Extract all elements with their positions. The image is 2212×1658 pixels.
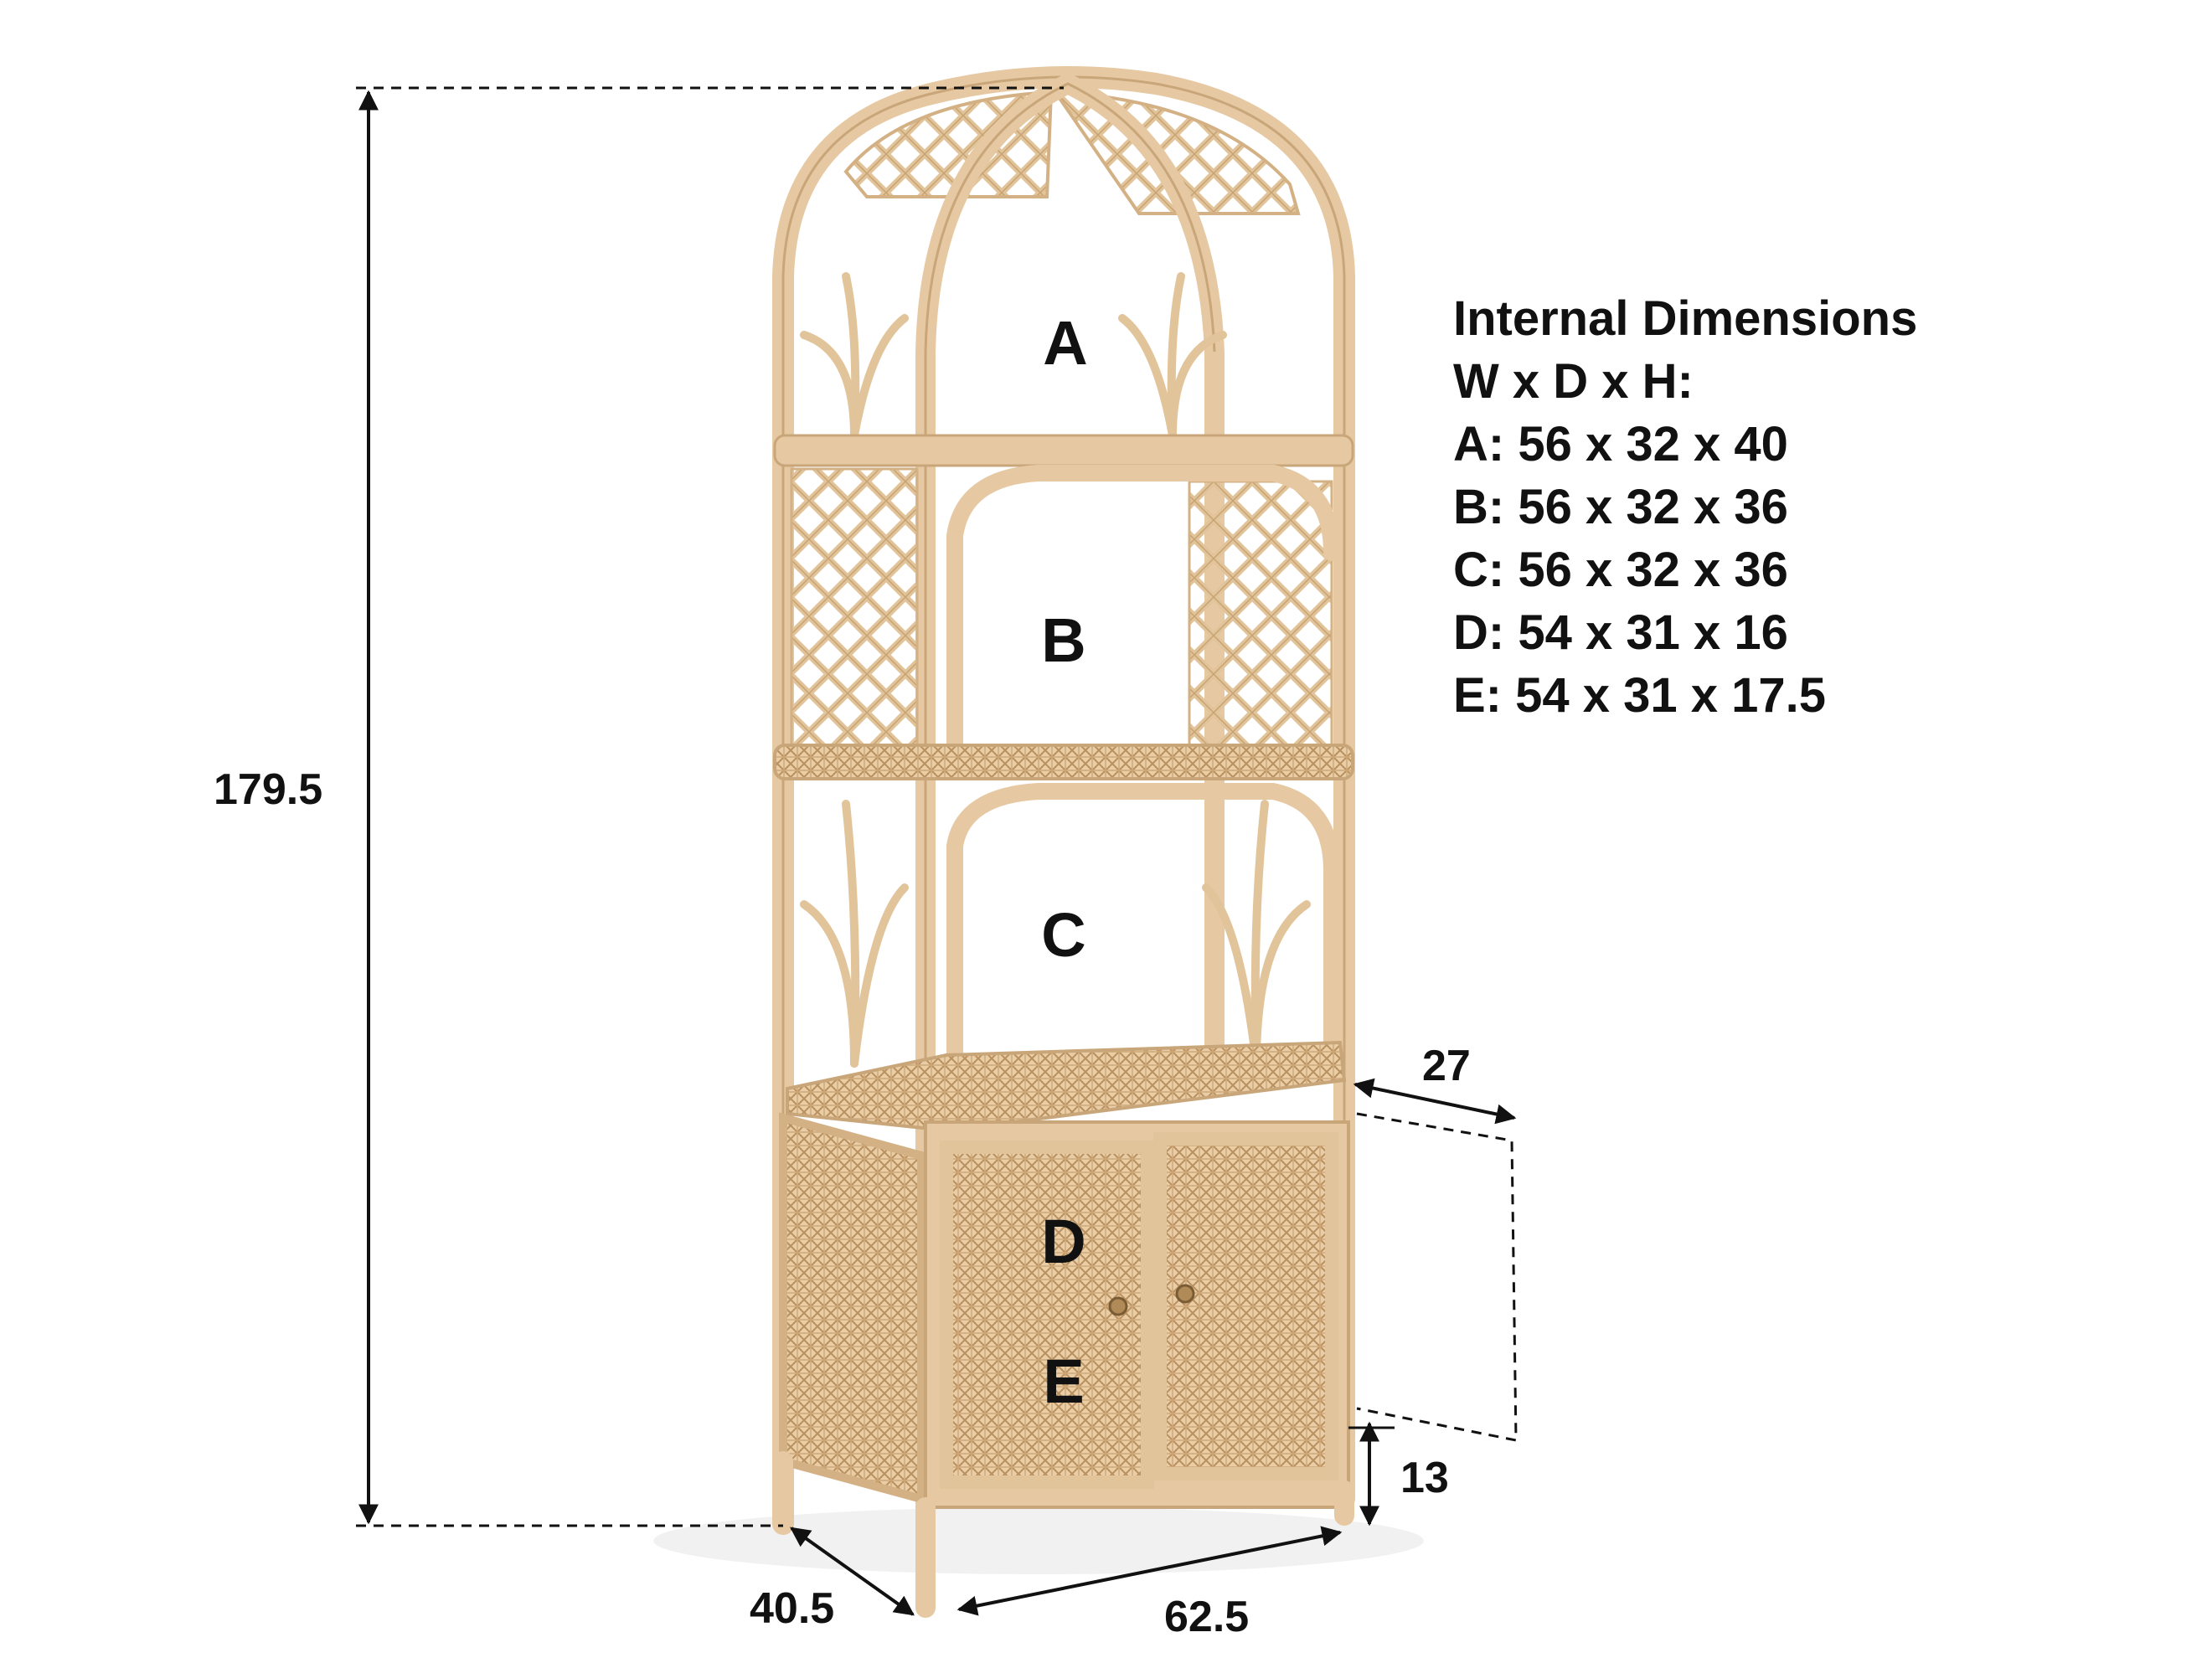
compartment-labels: A B C D E (1041, 308, 1087, 1416)
legs (773, 1451, 1354, 1618)
depth-arrow (790, 1527, 915, 1616)
spec-row-e: E: 54 x 31 x 17.5 (1453, 668, 1826, 723)
lattice-panel-right (1188, 480, 1333, 751)
width-arrow (956, 1526, 1343, 1616)
door-knob-right (1175, 1284, 1195, 1304)
cabinet-depth-dashed-box (1356, 1112, 1518, 1442)
compartment-label-d: D (1041, 1207, 1085, 1276)
width-value: 62.5 (1164, 1593, 1249, 1641)
compartment-label-b: B (1041, 605, 1085, 675)
dimension-lines (356, 86, 1518, 1616)
spec-title: Internal Dimensions (1453, 291, 1917, 346)
shelf-1 (773, 434, 1354, 467)
shelf-2 (773, 744, 1354, 780)
leg-height-value: 13 (1400, 1454, 1449, 1502)
overall-height-value: 179.5 (214, 765, 322, 814)
floor-shadow (653, 1507, 1424, 1574)
spec-row-c: C: 56 x 32 x 36 (1453, 543, 1788, 597)
dimension-values: 179.5 40.5 62.5 27 13 (214, 765, 1471, 1641)
rattan-shelf-unit (653, 66, 1424, 1618)
spec-row-b: B: 56 x 32 x 36 (1453, 480, 1788, 534)
compartment-label-e: E (1043, 1346, 1084, 1416)
spec-row-d: D: 54 x 31 x 16 (1453, 605, 1788, 660)
door-knob-left (1108, 1296, 1128, 1316)
internal-dimensions-spec: Internal Dimensions W x D x H: A: 56 x 3… (1453, 291, 1917, 723)
spec-format: W x D x H: (1453, 354, 1694, 409)
depth-value: 40.5 (750, 1584, 834, 1633)
spec-row-a: A: 56 x 32 x 40 (1453, 417, 1788, 471)
cabinet-depth-value: 27 (1422, 1042, 1471, 1090)
compartment-label-a: A (1043, 308, 1087, 378)
lattice-panel-left (790, 467, 919, 755)
arch-b (946, 465, 1340, 762)
arch-c (946, 783, 1340, 1072)
shelf-3-cane-top (786, 1040, 1347, 1133)
cabinet-door-right (1153, 1132, 1338, 1480)
fan-decoration-mid (800, 800, 1311, 1068)
cabinet-side-panel (779, 1112, 926, 1505)
compartment-label-c: C (1041, 900, 1085, 970)
fan-decoration-top (800, 272, 1227, 440)
cabinet-depth-arrow (1353, 1078, 1517, 1125)
